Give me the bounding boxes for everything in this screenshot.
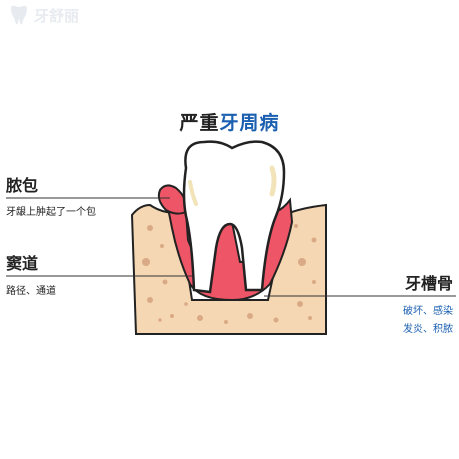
label-bone-desc2: 发炎、积脓 (403, 324, 453, 335)
title-part1: 严重 (179, 112, 220, 134)
tooth-logo-icon (11, 5, 27, 25)
watermark: 牙舒丽 (8, 4, 79, 26)
label-sinus: 窦道 (6, 254, 39, 273)
label-alveolar-bone: 牙槽骨 (404, 274, 453, 293)
label-sinus-desc: 路径、通道 (6, 286, 56, 297)
watermark-text: 牙舒丽 (34, 6, 80, 25)
title-part2: 牙周病 (219, 112, 280, 134)
label-pus-desc: 牙龈上肿起了一个包 (6, 207, 96, 218)
label-bone-desc1: 破坏、感染 (403, 306, 453, 317)
tooth (182, 140, 286, 294)
label-pus: 脓包 (6, 176, 39, 195)
diagram-title: 严重牙周病 (0, 108, 459, 135)
bone-pores (142, 224, 317, 324)
pus-pocket (157, 184, 188, 215)
